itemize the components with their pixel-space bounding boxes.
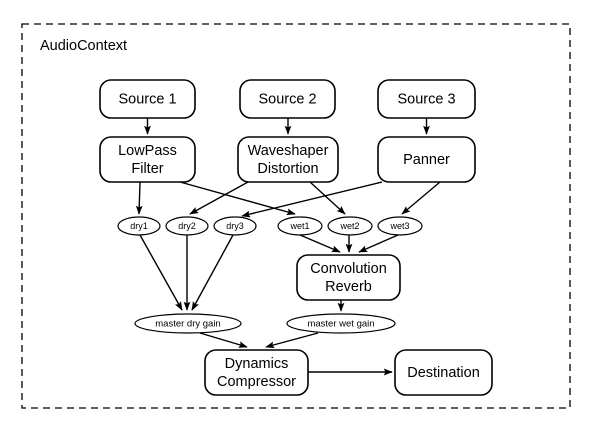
node-dry2[interactable]: dry2	[165, 216, 209, 236]
node-dynamics-compressor-label-line2: Compressor	[217, 374, 296, 390]
node-source2[interactable]: Source 2	[239, 79, 336, 119]
node-convolution-reverb-label-line2: Reverb	[325, 279, 372, 295]
node-dynamics-compressor-label-line1: Dynamics	[225, 356, 289, 372]
node-lowpass-filter-shape[interactable]	[99, 136, 196, 183]
audiocontext-label: AudioContext	[40, 38, 127, 54]
node-dry1[interactable]: dry1	[117, 216, 161, 236]
node-panner-shape[interactable]	[377, 136, 476, 183]
node-source3-label: Source 3	[397, 91, 455, 107]
node-waveshaper-distortion[interactable]: Waveshaper Distortion	[237, 136, 339, 183]
edge-waveshaper-wet2	[309, 181, 346, 215]
node-wet3-label: wet3	[389, 221, 409, 231]
node-wet1[interactable]: wet1	[277, 216, 323, 236]
node-wet3-shape[interactable]	[377, 216, 423, 236]
node-dry3-shape[interactable]	[213, 216, 257, 236]
node-lowpass-filter-label-line2: Filter	[131, 161, 163, 177]
node-source2-label: Source 2	[258, 91, 316, 107]
node-dynamics-compressor[interactable]: Dynamics Compressor	[204, 349, 309, 396]
node-waveshaper-distortion-shape[interactable]	[237, 136, 339, 183]
edge-masterdry-compressor	[199, 332, 248, 348]
node-dry1-label: dry1	[130, 221, 148, 231]
node-wet2[interactable]: wet2	[327, 216, 373, 236]
node-source2-shape[interactable]	[239, 79, 336, 119]
node-convolution-reverb-label-line1: Convolution	[310, 261, 387, 277]
edge-wet1-reverb	[299, 234, 341, 253]
node-wet2-label: wet2	[339, 221, 359, 231]
node-dry3[interactable]: dry3	[213, 216, 257, 236]
node-source3[interactable]: Source 3	[377, 79, 476, 119]
node-source1-shape[interactable]	[99, 79, 196, 119]
node-master-wet-gain[interactable]: master wet gain	[286, 313, 396, 334]
node-source1-label: Source 1	[118, 91, 176, 107]
node-dry2-shape[interactable]	[165, 216, 209, 236]
edge-dry3-masterdry	[191, 234, 234, 311]
node-panner[interactable]: Panner	[377, 136, 476, 183]
node-waveshaper-distortion-label-line1: Waveshaper	[248, 143, 329, 159]
edge-dry1-masterdry	[139, 234, 183, 311]
node-lowpass-filter[interactable]: LowPass Filter	[99, 136, 196, 183]
node-dry1-shape[interactable]	[117, 216, 161, 236]
edge-panner-dry3	[241, 181, 383, 218]
edges-group	[135, 118, 441, 376]
edge-lowpass-wet1	[179, 181, 296, 216]
audiocontext-container	[21, 23, 571, 409]
node-wet2-shape[interactable]	[327, 216, 373, 236]
edge-panner-wet3	[401, 181, 441, 215]
node-lowpass-filter-label-line1: LowPass	[118, 143, 177, 159]
node-master-dry-gain-shape[interactable]	[134, 313, 242, 334]
node-master-dry-gain-label: master dry gain	[155, 319, 220, 330]
node-dynamics-compressor-shape[interactable]	[204, 349, 309, 396]
node-destination-shape[interactable]	[394, 349, 493, 396]
node-panner-label: Panner	[403, 152, 450, 168]
edge-wet3-reverb	[358, 234, 399, 253]
node-destination[interactable]: Destination	[394, 349, 493, 396]
edge-masterwet-compressor	[265, 332, 319, 349]
node-wet3[interactable]: wet3	[377, 216, 423, 236]
edge-waveshaper-dry2	[189, 181, 249, 215]
node-convolution-reverb[interactable]: Convolution Reverb	[296, 254, 401, 301]
node-convolution-reverb-shape[interactable]	[296, 254, 401, 301]
node-dry2-label: dry2	[178, 221, 196, 231]
node-wet1-label: wet1	[289, 221, 309, 231]
node-source1[interactable]: Source 1	[99, 79, 196, 119]
node-dry3-label: dry3	[226, 221, 244, 231]
node-destination-label: Destination	[407, 365, 480, 381]
node-source3-shape[interactable]	[377, 79, 476, 119]
node-wet1-shape[interactable]	[277, 216, 323, 236]
node-master-wet-gain-label: master wet gain	[307, 319, 374, 330]
node-master-dry-gain[interactable]: master dry gain	[134, 313, 242, 334]
node-waveshaper-distortion-label-line2: Distortion	[257, 161, 318, 177]
edge-lowpass-dry1	[135, 181, 143, 215]
node-master-wet-gain-shape[interactable]	[286, 313, 396, 334]
